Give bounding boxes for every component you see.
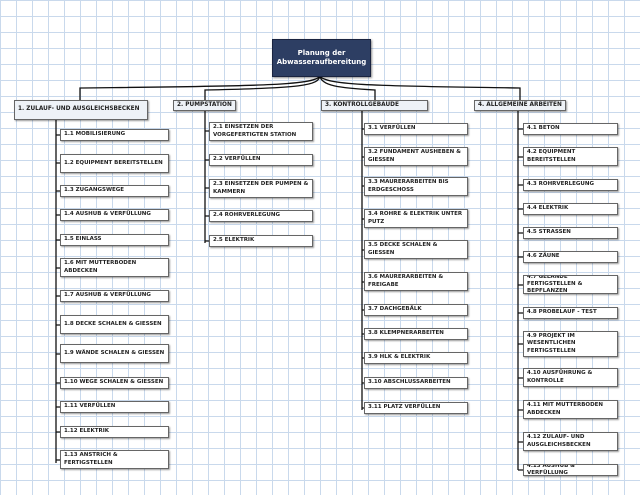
task-label: 1.4 AUSHUB & VERFÜLLUNG bbox=[64, 211, 151, 218]
task-node[interactable]: 4.2 EQUIPMENT BEREITSTELLEN bbox=[523, 147, 618, 166]
task-node[interactable]: 1.1 MOBILISIERUNG bbox=[60, 129, 169, 141]
task-label: 4.1 BETON bbox=[527, 125, 560, 132]
category-label: 3. KONTROLLGEBÄUDE bbox=[325, 101, 399, 108]
task-node[interactable]: 1.6 MIT MUTTERBODEN ABDECKEN bbox=[60, 258, 169, 277]
task-label: 3.4 ROHRE & ELEKTRIK UNTER PUTZ bbox=[368, 211, 463, 225]
task-node[interactable]: 3.11 PLATZ VERFÜLLEN bbox=[364, 402, 468, 414]
task-node[interactable]: 2.1 EINSETZEN DER VORGEFERTIGTEN STATION bbox=[209, 122, 313, 141]
task-label: 4.8 PROBELAUF - TEST bbox=[527, 309, 597, 316]
task-label: 1.3 ZUGANGSWEGE bbox=[64, 187, 125, 194]
task-label: 4.12 ZULAUF- UND AUSGLEICHSBECKEN bbox=[527, 434, 591, 448]
task-label: 1.5 EINLASS bbox=[64, 236, 102, 243]
task-label: 4.2 EQUIPMENT BEREITSTELLEN bbox=[527, 149, 576, 163]
task-node[interactable]: 3.5 DECKE SCHALEN & GIESSEN bbox=[364, 240, 468, 259]
task-node[interactable]: 1.4 AUSHUB & VERFÜLLUNG bbox=[60, 209, 169, 221]
task-label: 1.10 WEGE SCHALEN & GIESSEN bbox=[64, 379, 164, 386]
task-label: 3.8 KLEMPNERARBEITEN bbox=[368, 330, 444, 337]
task-label: 1.11 VERFÜLLEN bbox=[64, 403, 116, 410]
task-node[interactable]: 1.7 AUSHUB & VERFÜLLUNG bbox=[60, 290, 169, 302]
task-label: 4.4 ELEKTRIK bbox=[527, 205, 569, 212]
task-label: 3.3 MAURERARBEITEN BIS ERDGESCHOSS bbox=[368, 179, 449, 193]
root-node[interactable]: Planung der Abwasseraufbereitung bbox=[272, 39, 371, 77]
task-node[interactable]: 3.2 FUNDAMENT AUSHEBEN & GIESSEN bbox=[364, 147, 468, 166]
task-label: 2.1 EINSETZEN DER VORGEFERTIGTEN STATION bbox=[213, 124, 297, 138]
task-node[interactable]: 1.12 ELEKTRIK bbox=[60, 426, 169, 438]
task-node[interactable]: 4.13 AUSHUB & VERFÜLLUNG bbox=[523, 464, 618, 476]
task-node[interactable]: 3.7 DACHGEBÄLK bbox=[364, 304, 468, 316]
task-node[interactable]: 4.9 PROJEKT IM WESENTLICHEN FERTIGSTELLE… bbox=[523, 331, 618, 357]
category-label: 4. ALLGEMEINE ARBEITEN bbox=[478, 101, 562, 108]
task-label: 2.5 ELEKTRIK bbox=[213, 237, 255, 244]
task-label: 1.9 WÄNDE SCHALEN & GIESSEN bbox=[64, 349, 165, 356]
root-title-line2: Abwasseraufbereitung bbox=[276, 58, 367, 66]
task-node[interactable]: 3.9 HLK & ELEKTRIK bbox=[364, 352, 468, 364]
task-node[interactable]: 1.13 ANSTRICH & FERTIGSTELLEN bbox=[60, 450, 169, 469]
task-label: 3.6 MAURERARBEITEN & FREIGABE bbox=[368, 274, 444, 288]
task-label: 4.7 GELÄNDE FERTIGSTELLEN & BEPFLANZEN bbox=[527, 275, 583, 294]
task-label: 2.2 VERFÜLLEN bbox=[213, 156, 261, 163]
task-label: 3.5 DECKE SCHALEN & GIESSEN bbox=[368, 242, 438, 256]
category-allgemeine-arbeiten[interactable]: 4. ALLGEMEINE ARBEITEN bbox=[474, 100, 566, 111]
task-node[interactable]: 4.7 GELÄNDE FERTIGSTELLEN & BEPFLANZEN bbox=[523, 275, 618, 294]
task-node[interactable]: 1.10 WEGE SCHALEN & GIESSEN bbox=[60, 377, 169, 389]
task-node[interactable]: 4.8 PROBELAUF - TEST bbox=[523, 307, 618, 319]
task-node[interactable]: 4.11 MIT MUTTERBODEN ABDECKEN bbox=[523, 400, 618, 419]
task-node[interactable]: 1.9 WÄNDE SCHALEN & GIESSEN bbox=[60, 344, 169, 363]
task-node[interactable]: 1.3 ZUGANGSWEGE bbox=[60, 185, 169, 197]
task-node[interactable]: 2.2 VERFÜLLEN bbox=[209, 154, 313, 166]
task-node[interactable]: 3.4 ROHRE & ELEKTRIK UNTER PUTZ bbox=[364, 209, 468, 228]
task-label: 4.5 STRASSEN bbox=[527, 229, 571, 236]
task-label: 4.13 AUSHUB & VERFÜLLUNG bbox=[527, 464, 575, 476]
category-label: 2. PUMPSTATION bbox=[177, 101, 232, 108]
task-label: 1.13 ANSTRICH & FERTIGSTELLEN bbox=[64, 452, 118, 466]
task-node[interactable]: 1.5 EINLASS bbox=[60, 234, 169, 246]
task-node[interactable]: 3.6 MAURERARBEITEN & FREIGABE bbox=[364, 272, 468, 291]
task-label: 4.3 ROHRVERLEGUNG bbox=[527, 181, 595, 188]
task-label: 3.7 DACHGEBÄLK bbox=[368, 306, 422, 313]
task-node[interactable]: 3.1 VERFÜLLEN bbox=[364, 123, 468, 135]
task-node[interactable]: 4.6 ZÄUNE bbox=[523, 251, 618, 263]
root-title-line1: Planung der bbox=[297, 49, 346, 58]
task-label: 4.11 MIT MUTTERBODEN ABDECKEN bbox=[527, 402, 604, 416]
task-node[interactable]: 1.2 EQUIPMENT BEREITSTELLEN bbox=[60, 154, 169, 173]
task-node[interactable]: 2.3 EINSETZEN DER PUMPEN & KAMMERN bbox=[209, 179, 313, 198]
task-node[interactable]: 1.11 VERFÜLLEN bbox=[60, 401, 169, 413]
task-label: 2.4 ROHRVERLEGUNG bbox=[213, 212, 281, 219]
task-node[interactable]: 4.4 ELEKTRIK bbox=[523, 203, 618, 215]
task-node[interactable]: 4.1 BETON bbox=[523, 123, 618, 135]
task-node[interactable]: 3.3 MAURERARBEITEN BIS ERDGESCHOSS bbox=[364, 177, 468, 196]
task-node[interactable]: 4.3 ROHRVERLEGUNG bbox=[523, 179, 618, 191]
task-label: 3.11 PLATZ VERFÜLLEN bbox=[368, 404, 441, 411]
task-label: 1.2 EQUIPMENT BEREITSTELLEN bbox=[64, 159, 163, 166]
task-label: 1.8 DECKE SCHALEN & GIESSEN bbox=[64, 320, 162, 327]
task-node[interactable]: 3.8 KLEMPNERARBEITEN bbox=[364, 328, 468, 340]
task-node[interactable]: 2.5 ELEKTRIK bbox=[209, 235, 313, 247]
task-label: 3.10 ABSCHLUSSARBEITEN bbox=[368, 379, 451, 386]
task-node[interactable]: 2.4 ROHRVERLEGUNG bbox=[209, 210, 313, 222]
task-node[interactable]: 4.10 AUSFÜHRUNG & KONTROLLE bbox=[523, 368, 618, 387]
task-label: 1.7 AUSHUB & VERFÜLLUNG bbox=[64, 292, 151, 299]
task-label: 2.3 EINSETZEN DER PUMPEN & KAMMERN bbox=[213, 181, 309, 195]
category-pumpstation[interactable]: 2. PUMPSTATION bbox=[173, 100, 236, 111]
task-label: 1.12 ELEKTRIK bbox=[64, 428, 110, 435]
task-label: 4.6 ZÄUNE bbox=[527, 253, 560, 260]
category-label: 1. ZULAUF- UND AUSGLEICHSBECKEN bbox=[18, 106, 140, 113]
category-kontrollgebaeude[interactable]: 3. KONTROLLGEBÄUDE bbox=[321, 100, 428, 111]
task-node[interactable]: 4.12 ZULAUF- UND AUSGLEICHSBECKEN bbox=[523, 432, 618, 451]
task-label: 3.2 FUNDAMENT AUSHEBEN & GIESSEN bbox=[368, 149, 461, 163]
task-label: 1.1 MOBILISIERUNG bbox=[64, 131, 126, 138]
task-label: 1.6 MIT MUTTERBODEN ABDECKEN bbox=[64, 260, 137, 274]
task-label: 3.1 VERFÜLLEN bbox=[368, 125, 416, 132]
task-node[interactable]: 1.8 DECKE SCHALEN & GIESSEN bbox=[60, 315, 169, 334]
task-label: 3.9 HLK & ELEKTRIK bbox=[368, 354, 431, 361]
task-node[interactable]: 4.5 STRASSEN bbox=[523, 227, 618, 239]
category-zulauf[interactable]: 1. ZULAUF- UND AUSGLEICHSBECKEN bbox=[14, 100, 148, 120]
task-label: 4.9 PROJEKT IM WESENTLICHEN FERTIGSTELLE… bbox=[527, 333, 576, 354]
task-label: 4.10 AUSFÜHRUNG & KONTROLLE bbox=[527, 370, 593, 384]
task-node[interactable]: 3.10 ABSCHLUSSARBEITEN bbox=[364, 377, 468, 389]
